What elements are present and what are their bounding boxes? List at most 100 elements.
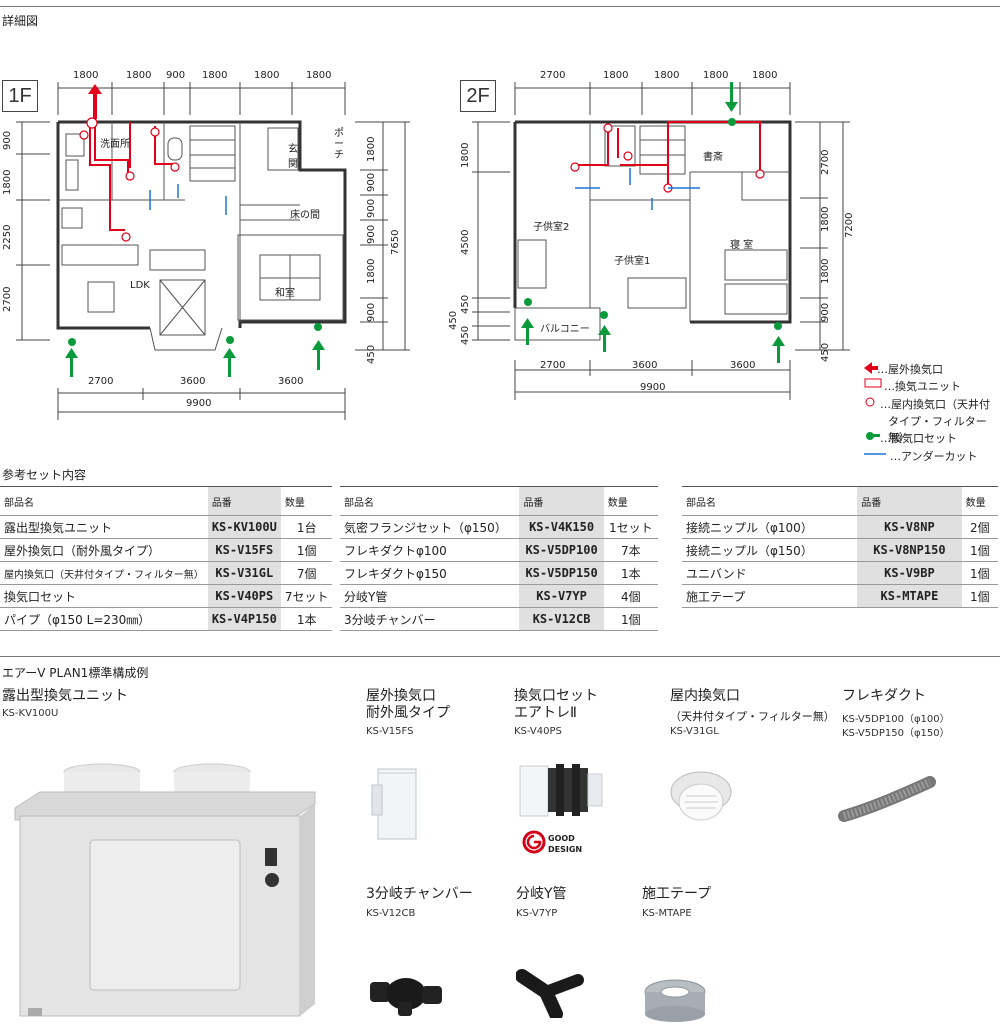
- room-washitsu: 和室: [275, 288, 295, 299]
- f2-right-dim-3: 1800: [820, 258, 831, 284]
- f1-top-dim-6: 1800: [306, 70, 332, 81]
- good-design-icon: [522, 830, 546, 854]
- f2-bottom-dim-2: 3600: [632, 360, 658, 371]
- p3-name1: 屋内換気口: [670, 688, 740, 704]
- p3-code: KS-V31GL: [670, 726, 719, 737]
- f2-bottom-dim-1: 2700: [540, 360, 566, 371]
- p4-code1: KS-V5DP100（φ100）: [842, 714, 950, 725]
- room-balcony: バルコニー: [540, 324, 590, 335]
- table-cell: フレキダクトφ150: [340, 561, 520, 585]
- room-entry: 玄関: [288, 144, 298, 170]
- table-cell: 接続ニップル（φ150）: [682, 538, 858, 562]
- p4-code2: KS-V5DP150（φ150）: [842, 728, 950, 739]
- table-cell: 3分岐チャンバー: [340, 607, 520, 631]
- f2-top-dim-3: 1800: [654, 70, 680, 81]
- legend-indoor-vent: …屋内換気口（天井付: [880, 398, 990, 411]
- main-unit-name: 露出型換気ユニット: [2, 688, 128, 704]
- legend-undercut: …アンダーカット: [890, 450, 978, 463]
- y-pipe-image: [516, 969, 584, 1018]
- f2-left-dim-3: 450: [460, 294, 471, 314]
- room-ldk: LDK: [130, 280, 150, 291]
- ref-title: 参考セット内容: [2, 468, 87, 482]
- f2-left-dim-2: 4500: [460, 229, 471, 255]
- table-cell: フレキダクトφ100: [340, 538, 520, 562]
- f2-bottom-dim-3: 3600: [730, 360, 756, 371]
- f2-left-dim-5: 450: [460, 325, 471, 345]
- p7-code: KS-MTAPE: [642, 908, 692, 919]
- f1-bottom-dim-1: 2700: [88, 376, 114, 387]
- p5-name1: 3分岐チャンバー: [366, 886, 473, 902]
- room-study: 書斎: [703, 152, 723, 163]
- f1-right-dim-2: 900: [366, 172, 377, 192]
- room-bedroom: 寝 室: [730, 240, 754, 251]
- room-wash: 洗面所: [100, 139, 130, 150]
- ventilation-unit-image: [14, 763, 316, 1017]
- f2-right-dim-2: 1800: [820, 206, 831, 232]
- indoor-vent-image: [670, 771, 732, 821]
- p5-code: KS-V12CB: [366, 908, 416, 919]
- f2-right-dim-1: 2700: [820, 149, 831, 175]
- p3-sub: （天井付タイプ・フィルター無）: [670, 710, 835, 723]
- f1-top-dim-4: 1800: [202, 70, 228, 81]
- table-cell: 接続ニップル（φ100）: [682, 515, 858, 539]
- p2-name1: 換気口セット: [514, 688, 598, 704]
- f1-right-dim-5: 1800: [366, 258, 377, 284]
- room-porch: ポーチ: [334, 128, 344, 161]
- vent-set-image: [519, 764, 603, 817]
- p2-code: KS-V40PS: [514, 726, 562, 737]
- f1-top-dim-5: 1800: [254, 70, 280, 81]
- room-child1: 子供室1: [614, 256, 651, 267]
- f1-total-dim: 9900: [186, 398, 212, 409]
- f2-top-dim-2: 1800: [603, 70, 629, 81]
- f1-left-dim-4: 2700: [2, 286, 13, 312]
- main-unit-code: KS-KV100U: [2, 708, 59, 719]
- f1-right-dim-4: 900: [366, 224, 377, 244]
- good-design-1: GOOD: [548, 834, 575, 843]
- f2-left-dim-4: 450: [448, 310, 459, 330]
- f2-total-dim: 9900: [640, 382, 666, 393]
- legend-symbols: [864, 362, 886, 455]
- page-title: 詳細図: [2, 14, 39, 28]
- room-child2: 子供室2: [533, 222, 570, 233]
- f1-right-dim-1: 1800: [366, 136, 377, 162]
- floor-2f-label: 2F: [460, 80, 496, 112]
- floor-1f-plan: [16, 82, 410, 420]
- f1-right-dim-6: 900: [366, 302, 377, 322]
- f2-left-dim-1: 1800: [460, 142, 471, 168]
- f1-bottom-dim-3: 3600: [278, 376, 304, 387]
- f2-right-dim-5: 450: [820, 342, 831, 362]
- f2-right-total: 7200: [844, 212, 855, 238]
- f1-left-dim-1: 900: [2, 130, 13, 150]
- f1-right-dim-7: 450: [366, 344, 377, 364]
- plan-title: エアーV PLAN1標準構成例: [2, 666, 149, 680]
- f1-left-dim-2: 1800: [2, 169, 13, 195]
- f1-right-dim-3: 900: [366, 198, 377, 218]
- table-cell: 屋外換気口（耐外風タイプ）: [0, 538, 208, 562]
- good-design-2: DESIGN: [548, 845, 583, 854]
- f1-left-dim-3: 2250: [2, 224, 13, 250]
- floor-1f-label: 1F: [2, 80, 38, 112]
- outdoor-vent-image: [371, 768, 417, 840]
- tape-image: [644, 979, 706, 1022]
- floor-2f-plan: [472, 82, 850, 400]
- f2-top-dim-1: 2700: [540, 70, 566, 81]
- p1-code: KS-V15FS: [366, 726, 414, 737]
- p6-name1: 分岐Y管: [516, 886, 567, 902]
- p1-name1: 屋外換気口: [366, 688, 436, 704]
- chamber-image: [370, 978, 442, 1016]
- f1-right-total: 7650: [390, 229, 401, 255]
- table-cell: 屋内換気口（天井付タイプ・フィルター無）: [0, 561, 208, 585]
- p1-name2: 耐外風タイプ: [366, 705, 450, 721]
- table-cell: ユニバンド: [682, 561, 858, 585]
- f1-top-dim-1: 1800: [73, 70, 99, 81]
- f1-top-dim-2: 1800: [126, 70, 152, 81]
- table-cell: 施工テープ: [682, 584, 858, 608]
- table-cell: 分岐Y管: [340, 584, 520, 608]
- legend-indoor-vent-2: タイプ・フィルター無）: [888, 415, 987, 444]
- f1-top-dim-3: 900: [166, 70, 186, 81]
- legend-unit: …換気ユニット: [884, 380, 961, 393]
- f2-top-dim-5: 1800: [752, 70, 778, 81]
